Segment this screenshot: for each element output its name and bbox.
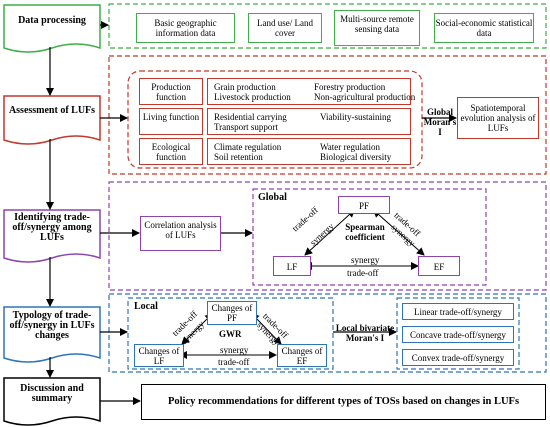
changes-ef-label: Changes of EF bbox=[281, 346, 323, 366]
stage-label-identifying: Identifying trade-off/synergy among LUFs bbox=[12, 212, 92, 243]
correlation-label: Correlation analysis of LUFs bbox=[144, 220, 217, 240]
living-function-box: Living function bbox=[139, 108, 203, 135]
policy-box: Policy recommendations for different typ… bbox=[141, 384, 546, 420]
policy-label: Policy recommendations for different typ… bbox=[167, 396, 520, 407]
gwr-label: GWR bbox=[219, 329, 242, 339]
edge-label-tradeoff: trade-off bbox=[218, 357, 250, 367]
ef-box: EF bbox=[418, 256, 460, 276]
stage-shape-identifying bbox=[3, 209, 101, 263]
data-source-box: Multi-source remote sensing data bbox=[334, 10, 420, 46]
tradeoff-type-box: Linear trade-off/synergy bbox=[402, 303, 514, 320]
edge-label-synergy: synergy bbox=[351, 255, 380, 265]
lf-label: LF bbox=[286, 262, 298, 272]
changes-pf-box: Changes of PF bbox=[207, 301, 257, 325]
production-function-label: Production function bbox=[151, 82, 191, 102]
tradeoff-type-box: Concave trade-off/synergy bbox=[402, 326, 514, 343]
stage-label-discussion: Discussion and summary bbox=[20, 383, 84, 404]
data-source-label: Land use/ Land cover bbox=[257, 18, 313, 38]
living-function-label: Living function bbox=[142, 112, 200, 122]
function-item: Livestock production bbox=[214, 92, 291, 102]
production-items-box: Grain production Forestry production Liv… bbox=[207, 78, 415, 105]
ecological-function-box: Ecological function bbox=[139, 138, 203, 165]
panel-assessment bbox=[108, 55, 547, 175]
panel-typology bbox=[108, 293, 547, 373]
spearman-label: Spearman coefficient bbox=[345, 222, 385, 242]
function-item: Transport support bbox=[214, 122, 278, 132]
changes-ef-box: Changes of EF bbox=[277, 344, 327, 367]
edge-label-tradeoff: trade-off bbox=[347, 268, 379, 278]
function-item: Water regulation bbox=[320, 142, 380, 152]
global-morans-label: Global Moran's I bbox=[423, 107, 457, 137]
data-source-box: Social-economic statistical data bbox=[434, 13, 534, 43]
data-source-box: Basic geographic information data bbox=[136, 13, 235, 43]
function-item: Residential carrying bbox=[214, 112, 287, 122]
stage-shape-data-processing bbox=[3, 4, 101, 53]
spatiotemporal-box: Spatiotemporal evolution analysis of LUF… bbox=[457, 97, 539, 139]
stage-shape-discussion bbox=[3, 377, 101, 426]
ecological-function-label: Ecological function bbox=[151, 142, 191, 162]
production-function-box: Production function bbox=[139, 78, 203, 105]
pf-box: PF bbox=[338, 196, 390, 214]
function-item: Non-agricultural production bbox=[314, 92, 416, 102]
panel-data bbox=[108, 3, 547, 49]
living-items-box: Residential carrying Viability-sustainin… bbox=[207, 108, 411, 135]
function-item: Forestry production bbox=[314, 82, 386, 92]
stage-shape-assessment bbox=[3, 95, 101, 145]
stage-label-assessment: Assessment of LUFs bbox=[8, 105, 96, 116]
changes-lf-box: Changes of LF bbox=[134, 344, 184, 367]
pf-label: PF bbox=[358, 201, 369, 211]
local-bivariate-label: Local bivariate Moran's I bbox=[335, 323, 395, 343]
panel-identifying bbox=[108, 181, 547, 291]
data-source-box: Land use/ Land cover bbox=[248, 13, 322, 43]
tradeoff-type-label: Linear trade-off/synergy bbox=[414, 307, 502, 317]
tradeoff-type-box: Convex trade-off/synergy bbox=[402, 349, 514, 366]
function-item: Soil retention bbox=[214, 152, 263, 162]
ecological-items-box: Climate regulation Water regulation Soil… bbox=[207, 138, 411, 165]
spatiotemporal-label: Spatiotemporal evolution analysis of LUF… bbox=[460, 103, 536, 133]
data-source-label: Social-economic statistical data bbox=[435, 18, 533, 38]
local-title: Local bbox=[134, 301, 158, 312]
global-title: Global bbox=[258, 192, 287, 203]
stage-label-data-processing: Data processing bbox=[18, 15, 86, 26]
function-item: Climate regulation bbox=[214, 142, 282, 152]
function-item: Biological diversity bbox=[320, 152, 392, 162]
stage-shape-typology bbox=[3, 306, 101, 363]
tradeoff-type-label: Concave trade-off/synergy bbox=[410, 330, 506, 340]
changes-pf-label: Changes of PF bbox=[211, 303, 253, 323]
ef-label: EF bbox=[433, 262, 445, 272]
correlation-box: Correlation analysis of LUFs bbox=[140, 216, 221, 251]
function-item: Viability-sustaining bbox=[320, 112, 391, 122]
data-source-label: Multi-source remote sensing data bbox=[340, 14, 414, 34]
lf-box: LF bbox=[273, 256, 311, 276]
edge-label-synergy: synergy bbox=[220, 345, 249, 355]
function-item: Grain production bbox=[214, 82, 276, 92]
tradeoff-type-label: Convex trade-off/synergy bbox=[411, 353, 505, 363]
data-source-label: Basic geographic information data bbox=[154, 18, 217, 38]
changes-lf-label: Changes of LF bbox=[138, 346, 180, 366]
stage-label-typology: Typology of trade-off/synergy in LUFs ch… bbox=[9, 310, 95, 341]
